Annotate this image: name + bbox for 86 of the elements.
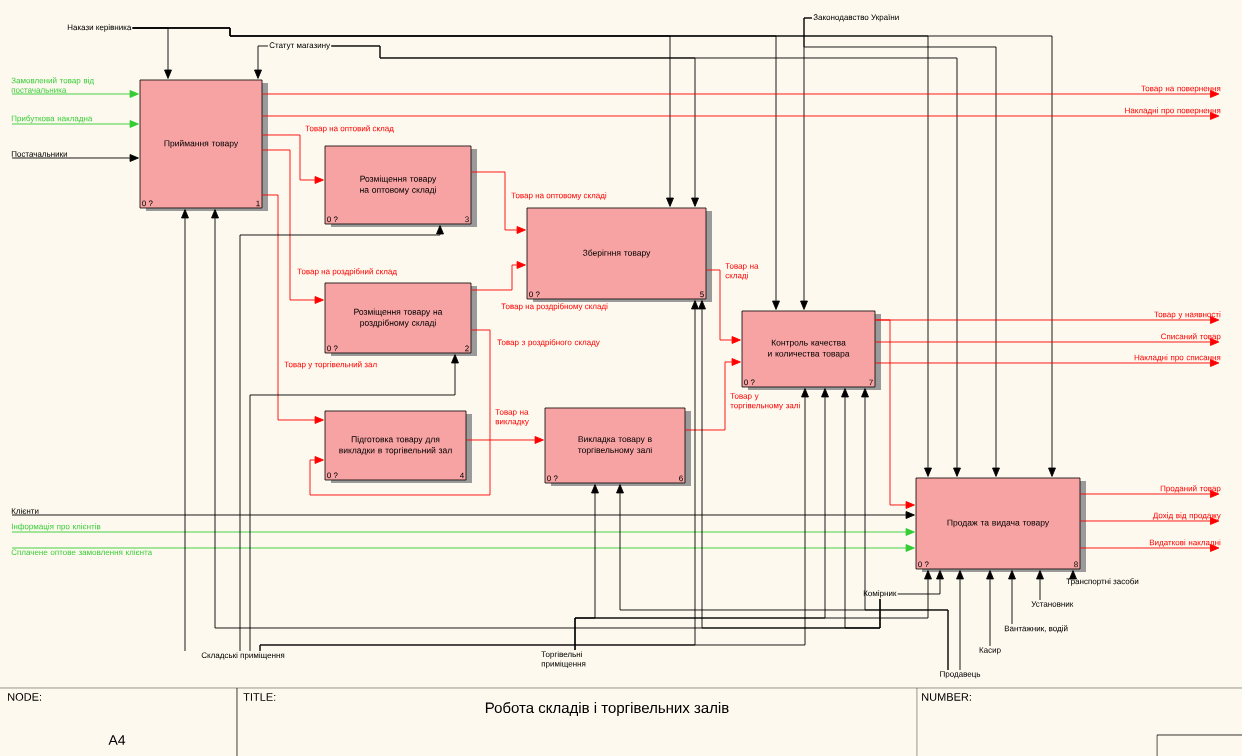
arrow xyxy=(309,329,491,496)
arrow-label: Накази керівника xyxy=(67,24,132,32)
arrow-label: Видаткові накладні xyxy=(1149,539,1221,547)
arrow-label: Складські приміщення xyxy=(201,652,285,660)
arrow-label: Товар на повернення xyxy=(1141,85,1221,93)
arrow-label: Замовлений товар від постачальника xyxy=(11,77,94,93)
arrow-label: Інформація про клієнтів xyxy=(11,523,101,531)
arrow-label: Прибуткова накладна xyxy=(11,115,93,123)
arrow-label: Статут магазину xyxy=(269,42,331,50)
arrow xyxy=(261,90,1220,98)
arrow xyxy=(249,354,459,652)
arrow-label: Постачальники xyxy=(11,151,67,157)
arrow xyxy=(574,570,932,651)
arrow xyxy=(261,112,1220,120)
arrow xyxy=(11,544,915,552)
arrow xyxy=(1079,517,1220,525)
arrow-label: Списаний товар xyxy=(1161,333,1221,341)
process-box: Контроль качества и количества товара 0 ? 7 xyxy=(741,310,881,390)
arrow-label: Транспортні засоби xyxy=(1066,578,1139,586)
arrow-label: Накладні про списання xyxy=(1134,354,1221,362)
arrow xyxy=(1069,570,1077,580)
arrow-label: Товар на оптовий склад xyxy=(305,125,394,133)
arrow xyxy=(1036,570,1044,601)
arrow xyxy=(330,45,961,477)
arrow xyxy=(803,17,1000,477)
arrow-label: Товар на оптовому складі xyxy=(511,192,607,200)
process-box: Розміщення товару на оптовому складі 0 ? 3 xyxy=(324,145,477,227)
arrow-label: Торгівельні приміщення xyxy=(541,651,586,669)
arrow-label: Товар на роздрібний склад xyxy=(297,268,397,276)
arrow-label: Проданий товар xyxy=(1160,485,1221,493)
arrow xyxy=(261,134,324,184)
arrow-label: Касир xyxy=(979,647,1001,655)
arrow xyxy=(1079,490,1220,498)
arrow-label: Товар на викладку xyxy=(495,409,529,426)
arrow xyxy=(874,316,1220,324)
field-label: NODE: xyxy=(8,693,42,701)
arrow-label: Вантажник, водій xyxy=(1004,625,1068,633)
process-box: Продаж та видача товару 0 ? 8 xyxy=(915,477,1086,572)
arrow-label: Клієнти xyxy=(11,507,39,514)
arrow xyxy=(897,570,944,595)
arrow xyxy=(261,149,324,304)
arrow-label: Товар на складі xyxy=(725,263,759,280)
process-box: Підготовка товару для викладки в торгівельний зал 0 ? 4 xyxy=(324,410,472,483)
arrow-label: Товар у наявності xyxy=(1154,311,1221,319)
arrow-label: Товар на роздрібному складі xyxy=(501,303,608,311)
arrow xyxy=(1079,544,1220,552)
diagram-title: Робота складів і торгівельних залів xyxy=(485,701,729,717)
process-box: Приймання товару 0 ? 1 xyxy=(139,79,268,211)
arrow xyxy=(705,269,741,344)
arrow xyxy=(956,570,964,671)
arrow xyxy=(986,570,994,647)
arrow xyxy=(1008,570,1016,625)
arrow-label: Дохід від продажу xyxy=(1152,512,1221,520)
arrow xyxy=(874,338,1220,346)
arrow xyxy=(861,388,949,671)
field-label: TITLE: xyxy=(243,693,276,701)
arrow-label: Законодавство України xyxy=(813,14,899,22)
arrow xyxy=(261,194,324,424)
arrow-label: Сплачене оптове замовлення клієнта xyxy=(11,549,153,556)
node-number: A4 xyxy=(108,735,126,745)
process-box: Викладка товару в торгівельному залі 0 ? 6 xyxy=(544,407,691,486)
arrow-label: Товар у торгівельному залі xyxy=(730,393,800,410)
arrow xyxy=(254,45,269,79)
arrow xyxy=(874,359,1220,367)
arrow-label: Товар з роздрібного складу xyxy=(497,339,600,347)
arrow-label: Установник xyxy=(1031,601,1074,607)
arrow xyxy=(470,171,526,234)
arrow xyxy=(11,120,139,128)
arrow xyxy=(239,225,444,652)
field-label: NUMBER: xyxy=(922,693,971,701)
arrow xyxy=(684,358,741,431)
arrow-label: Накладні про повернення xyxy=(1125,107,1221,115)
process-box: Зберігння товару 0 ? 5 xyxy=(526,207,712,302)
arrow-label: Продавець xyxy=(940,671,981,679)
arrow xyxy=(11,90,139,98)
arrow xyxy=(11,511,915,519)
arrow xyxy=(11,528,915,536)
arrow-label: Товар у торгівельний зал xyxy=(284,361,377,369)
arrow xyxy=(841,388,881,629)
arrow xyxy=(465,436,544,444)
arrow xyxy=(11,154,139,162)
arrow-label: Комірник xyxy=(863,590,897,598)
arrow xyxy=(470,261,526,291)
arrow xyxy=(259,388,809,652)
process-box: Розміщення товару на роздрібному складі 0 ? 2 xyxy=(324,282,477,356)
arrow xyxy=(181,209,189,652)
